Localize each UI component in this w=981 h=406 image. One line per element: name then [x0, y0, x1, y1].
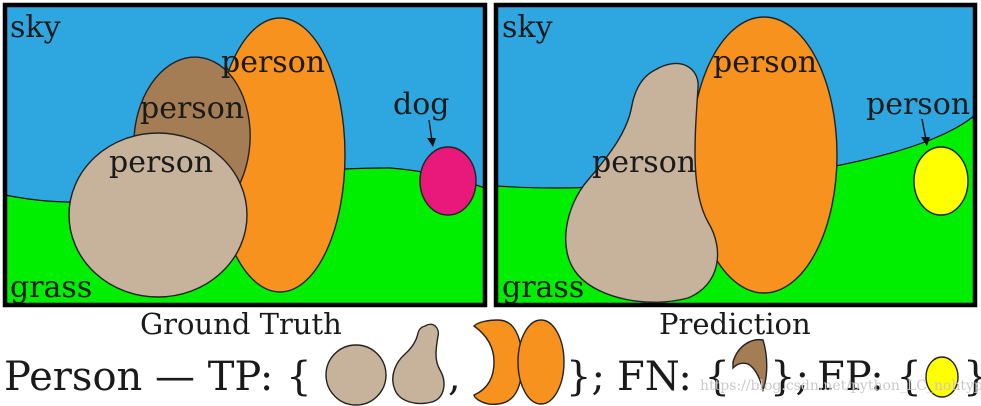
pred-label-person-orange: person: [713, 45, 817, 80]
caption-prediction: Prediction: [659, 307, 811, 341]
legend-fp-close: }: [963, 354, 981, 400]
legend-tp-orange-crescent-icon: [472, 319, 523, 406]
gt-label-dog: dog: [393, 87, 449, 122]
legend-fp-open: FP: {: [817, 354, 922, 400]
pred-person-beige: [565, 62, 719, 303]
legend-tp-beige-blob-icon: [392, 323, 445, 405]
legend-fn-close: };: [770, 354, 809, 400]
gt-label-sky: sky: [10, 10, 61, 45]
pred-label-grass: grass: [502, 270, 584, 305]
gt-dog-arrowhead: [427, 138, 436, 147]
caption-ground-truth: Ground Truth: [140, 307, 342, 341]
legend-fp-yellow-ellipse-icon: [925, 356, 959, 398]
gt-dog: [419, 146, 477, 216]
gt-label-person-beige: person: [109, 145, 213, 180]
gt-dog-arrow: [428, 119, 433, 142]
pred-person-arrowhead: [921, 137, 930, 146]
legend-fn-brown-sliver-icon: [732, 338, 768, 393]
legend-prefix: Person — TP: {: [4, 354, 312, 400]
legend-tp-close: };: [566, 354, 605, 400]
watermark: https://blog.csdn.net/python_LC_nohtyp: [700, 378, 981, 394]
pred-person-arrow: [921, 118, 927, 141]
pred-label-person-small: person: [866, 87, 970, 122]
legend-tp-orange-ellipse-icon: [517, 319, 565, 405]
prediction-panel: sky grass person person person: [493, 2, 978, 308]
gt-frame: [2, 2, 488, 308]
gt-label-person-orange: person: [221, 45, 325, 80]
ground-truth-panel: sky grass person person person dog: [2, 2, 488, 308]
pred-person-small: [913, 146, 969, 216]
legend-fn-open: FN: {: [617, 354, 730, 400]
legend-tp-beige-circle-icon: [325, 344, 387, 406]
legend-row: Person — TP: { , }; FN: { }; FP: { }: [4, 319, 981, 406]
gt-label-grass: grass: [10, 270, 92, 305]
pred-frame: [493, 2, 978, 308]
gt-person-beige: [68, 132, 248, 298]
legend-comma: ,: [448, 354, 461, 400]
pred-label-person-beige: person: [592, 145, 696, 180]
pred-label-sky: sky: [502, 10, 553, 45]
gt-label-person-brown: person: [140, 91, 244, 126]
